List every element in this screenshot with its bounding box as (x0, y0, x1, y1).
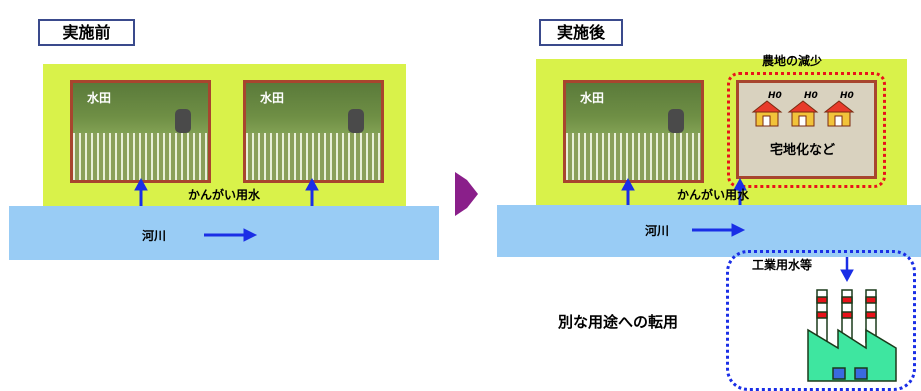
house-label: H0 (840, 91, 854, 101)
conversion-label: 別な用途への転用 (558, 313, 679, 331)
before-title: 実施前 (38, 19, 135, 46)
farmer-figure (668, 109, 684, 133)
house-icon (787, 100, 819, 127)
after-irrigation-label: かんがい用水 (677, 188, 750, 202)
housing-label: 宅地化など (770, 143, 836, 158)
rice-rows (246, 133, 381, 180)
after-river-label: 河川 (645, 224, 670, 238)
before-irrigation-label: かんがい用水 (188, 188, 261, 202)
after-photo: 水田 (563, 80, 704, 183)
photo-label: 水田 (580, 91, 605, 105)
rice-rows (73, 133, 208, 180)
before-river (9, 206, 439, 260)
before-river-label: 河川 (142, 229, 167, 243)
photo-label: 水田 (260, 91, 285, 105)
house-icon (823, 100, 855, 127)
industrial-water-label: 工業用水等 (752, 258, 813, 272)
house-icon (751, 100, 783, 127)
house-label: H0 (768, 91, 782, 101)
housing-dashed-region (727, 72, 886, 188)
farmer-figure (348, 109, 364, 133)
housing-panel (736, 80, 877, 179)
before-photo-2: 水田 (243, 80, 384, 183)
rice-rows (566, 133, 701, 180)
after-title: 実施後 (539, 19, 623, 46)
farmer-figure (175, 109, 191, 133)
photo-label: 水田 (87, 91, 112, 105)
farmland-decrease-label: 農地の減少 (762, 54, 823, 68)
industrial-dotted-region (726, 250, 916, 391)
house-label: H0 (804, 91, 818, 101)
